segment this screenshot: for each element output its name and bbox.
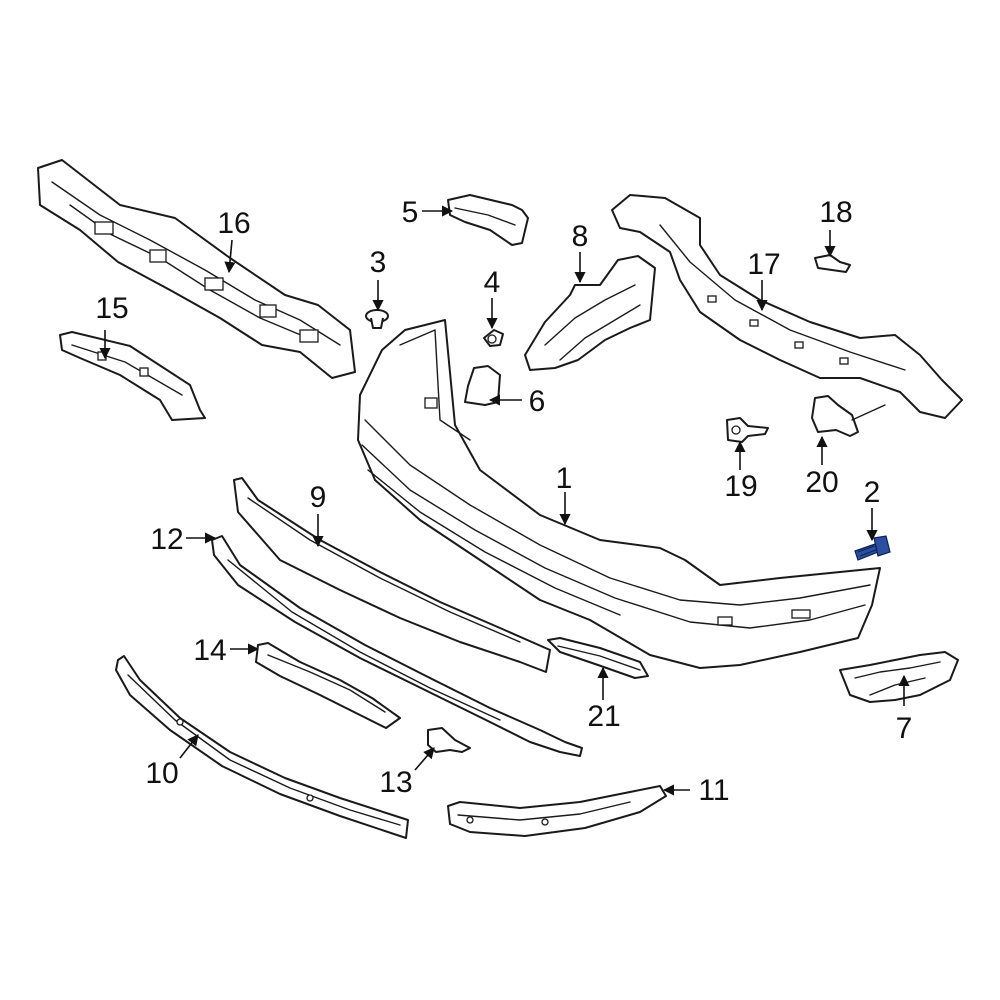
part-5-bracket[interactable] [447,194,529,246]
callout-5: 5 [402,196,419,229]
callout-19: 19 [724,470,757,503]
callout-13: 13 [379,766,412,799]
part-3-clip[interactable] [365,309,389,329]
callout-20: 20 [805,466,838,499]
callout-11: 11 [698,774,729,807]
callout-8: 8 [572,220,589,253]
callout-9: 9 [310,481,327,514]
callout-15: 15 [95,292,128,325]
part-21-trim[interactable] [547,637,649,679]
part-9-trim-strip[interactable] [233,477,551,673]
part-18-clip[interactable] [814,254,851,273]
callout-21: 21 [587,700,620,733]
part-10-molding[interactable] [115,655,409,839]
callout-6: 6 [529,385,546,418]
callout-12: 12 [150,523,183,556]
callout-4: 4 [484,266,501,299]
part-20-bracket[interactable] [811,395,886,437]
part-16-impact-absorber[interactable] [37,159,356,379]
part-1-bumper-cover[interactable] [357,319,881,669]
part-15-bracket[interactable] [59,331,206,421]
part-14-trim[interactable] [255,642,401,729]
part-7-bracket[interactable] [839,651,959,703]
part-8-side-bracket[interactable] [524,255,656,371]
part-4-sensor[interactable] [483,329,504,347]
callout-17: 17 [747,248,780,281]
callout-16: 16 [217,207,250,240]
part-12-trim-strip[interactable] [211,535,583,757]
part-6-bracket[interactable] [464,365,501,406]
callout-14: 14 [193,634,226,667]
callout-18: 18 [819,196,852,229]
callouts: 1 2 3 4 5 6 7 8 9 10 11 12 13 14 15 16 1… [95,196,912,807]
callout-3: 3 [370,246,387,279]
part-17-reinforcement[interactable] [611,194,963,419]
part-19-bracket[interactable] [726,417,769,443]
part-11-molding[interactable] [447,785,667,837]
callout-10: 10 [145,757,178,790]
callout-2: 2 [864,476,881,509]
part-2-bolt[interactable] [854,535,891,561]
callout-1: 1 [556,462,573,495]
leaders [99,205,910,796]
callout-7: 7 [896,712,913,745]
